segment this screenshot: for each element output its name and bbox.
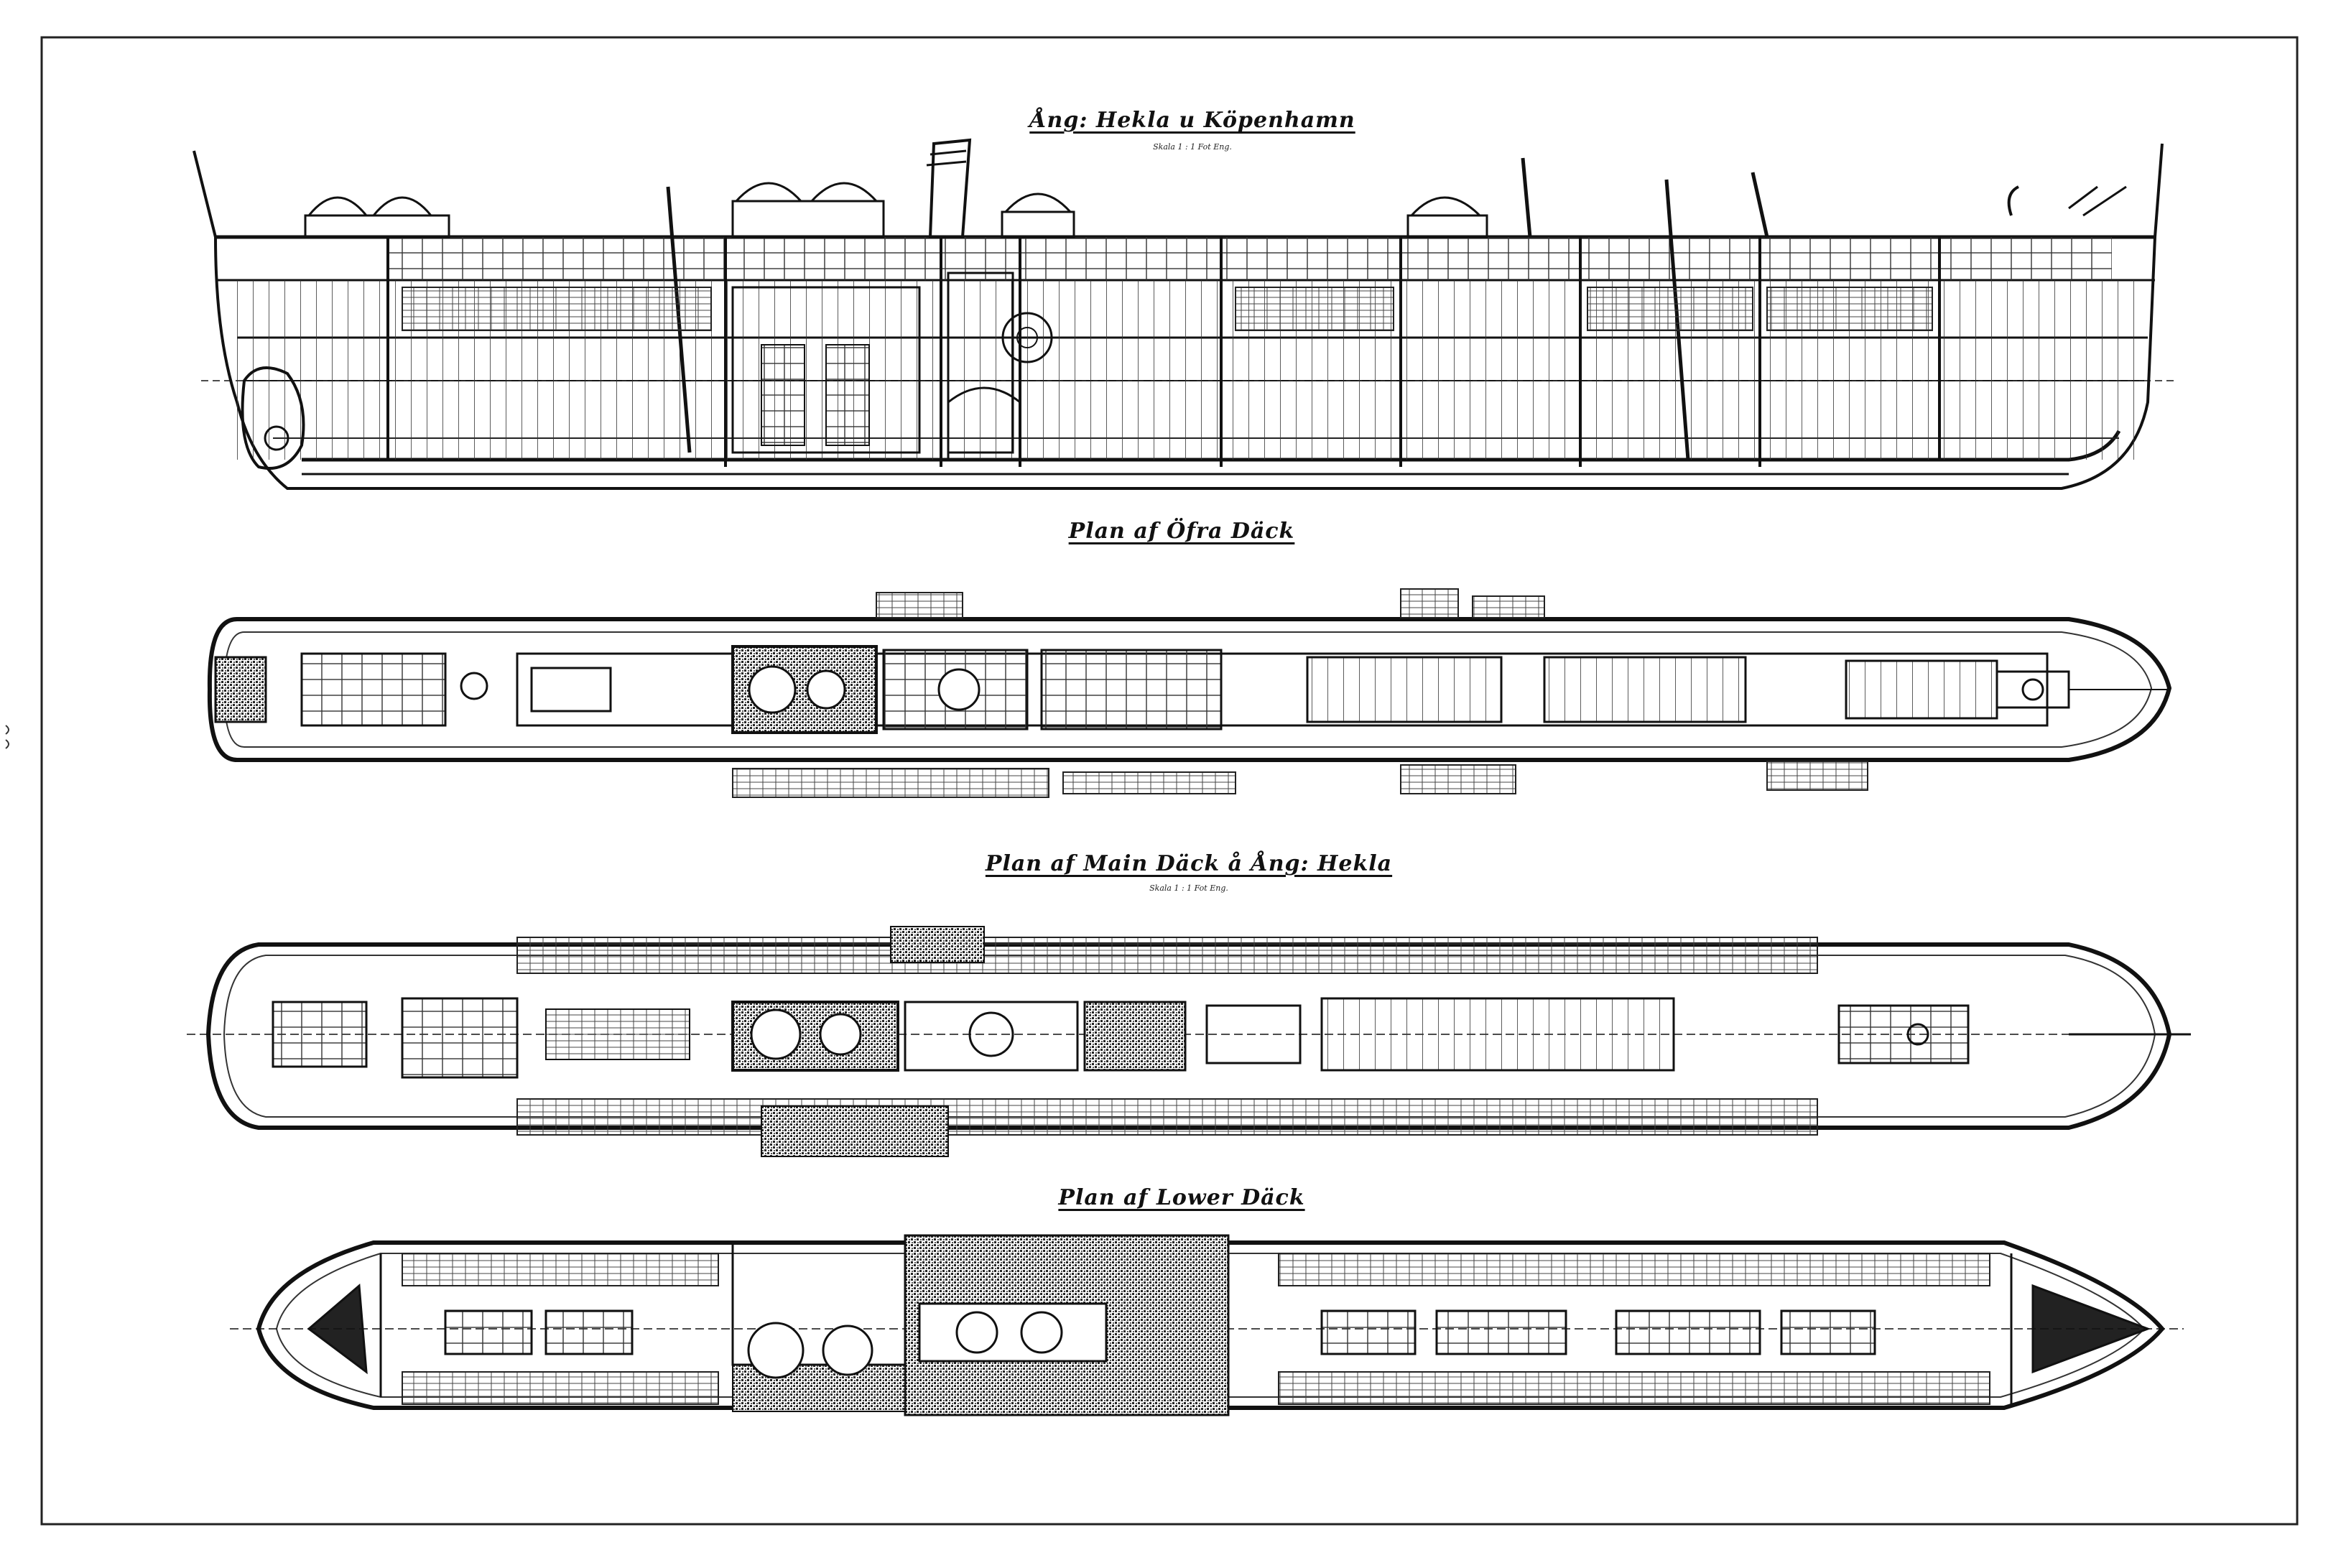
lower-deck-hull <box>256 1240 2165 1410</box>
upper-bow-windlass <box>1995 670 2070 709</box>
main-deck-plan <box>187 926 2191 1157</box>
upper-side-lockers <box>732 588 1868 798</box>
main-coal-bunker-bottom <box>761 1105 949 1157</box>
profile-elevation <box>193 138 2177 490</box>
lower-engine-room <box>731 1241 907 1366</box>
lower-deck-title: Plan af Lower Däck <box>1058 1185 1305 1210</box>
margin-mark <box>5 725 9 749</box>
upper-deck-title: Plan af Öfra Däck <box>1068 519 1295 544</box>
main-deck-hull <box>205 942 2172 1130</box>
upper-deck-plan <box>207 588 2172 798</box>
profile-title: Ång: Hekla u Köpenhamn <box>1029 108 1355 133</box>
profile-rudder <box>241 366 305 470</box>
upper-boiler-right <box>806 669 846 710</box>
main-deck-scale-note: Skala 1 : 1 Fot Eng. <box>1149 883 1228 893</box>
profile-skylights <box>304 182 1488 238</box>
lower-berth-rows <box>402 1253 1990 1405</box>
sheet-border <box>40 36 2299 1526</box>
upper-stern-deckhouse <box>300 652 447 727</box>
main-deck-title: Plan af Main Däck å Ång: Hekla <box>985 851 1393 876</box>
main-coal-bunker-top <box>890 926 985 963</box>
lower-deck-plan <box>230 1234 2184 1416</box>
profile-engine-room <box>731 286 921 454</box>
upper-boiler-left <box>748 665 797 714</box>
profile-scale-note: Skala 1 : 1 Fot Eng. <box>1153 142 1232 152</box>
upper-deck-hull <box>207 617 2172 762</box>
lower-cabin-blocks <box>444 1309 1876 1355</box>
profile-funnel <box>928 138 972 238</box>
profile-boiler <box>1001 312 1053 363</box>
